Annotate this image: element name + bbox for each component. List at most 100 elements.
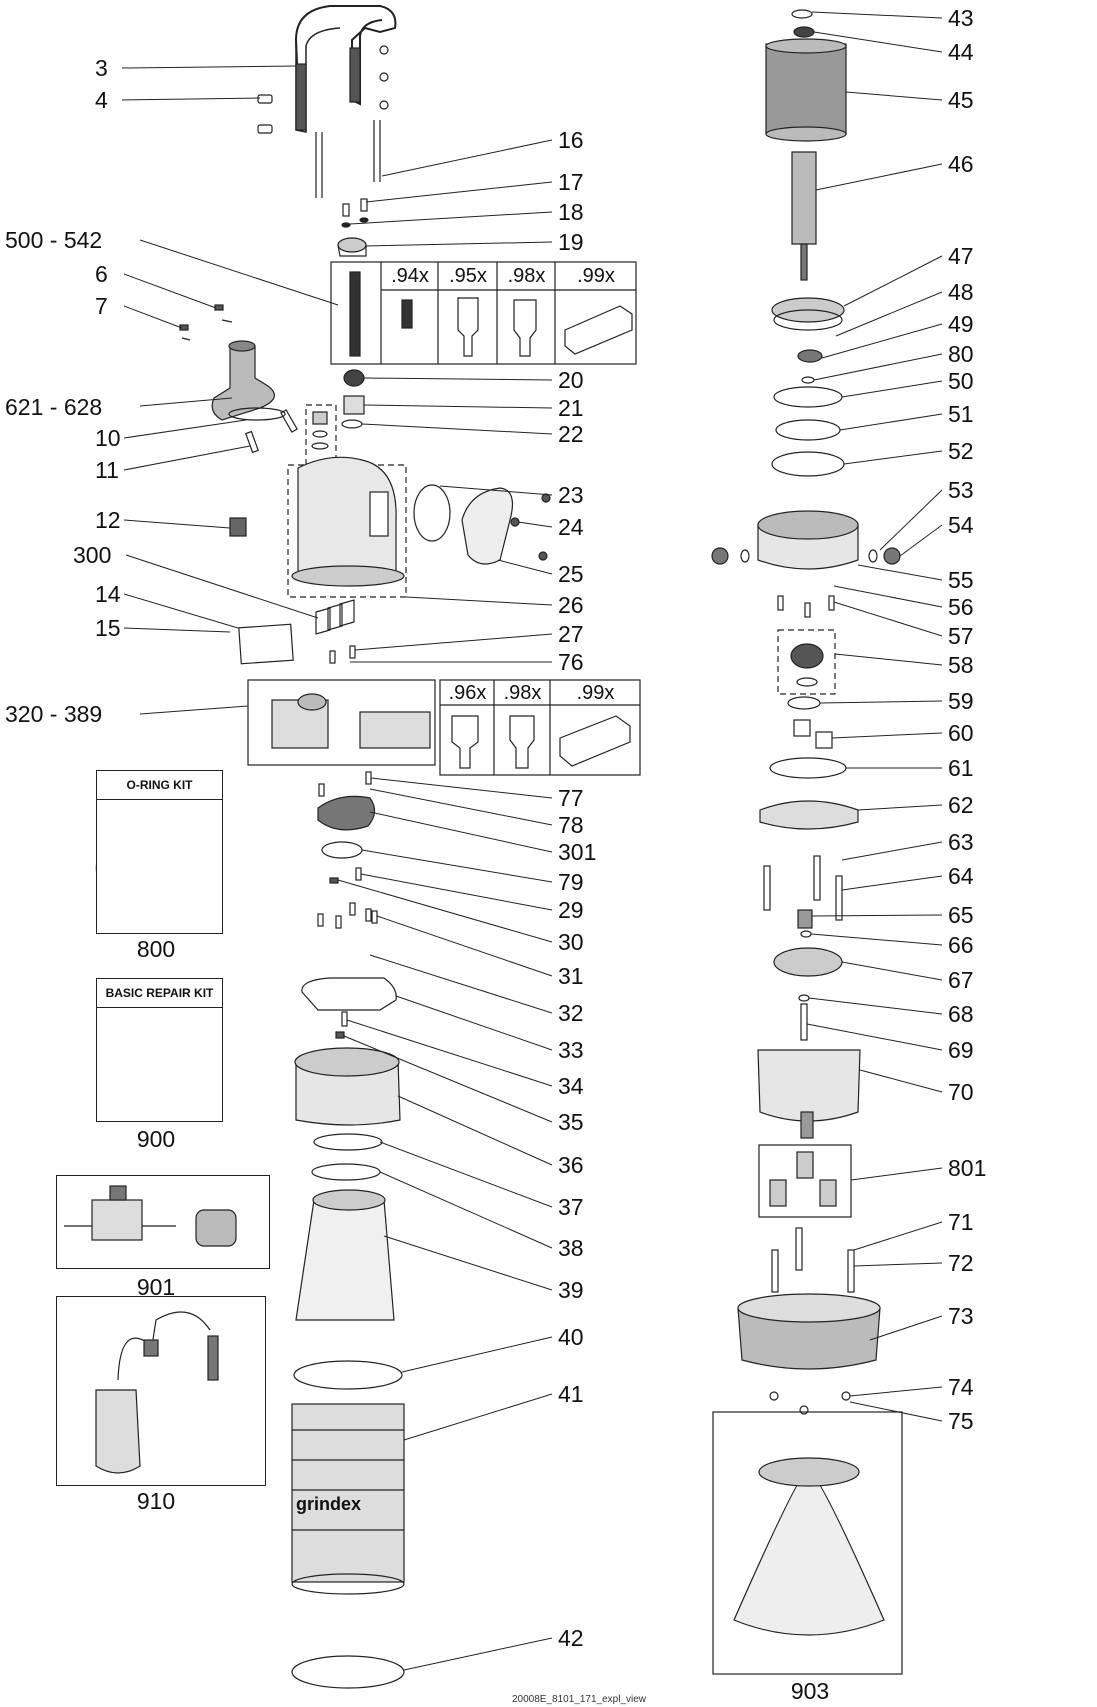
part-label-22: 22 (558, 421, 584, 447)
level-regulator-kit-number: 910 (136, 1488, 176, 1514)
part-label-60: 60 (948, 720, 974, 746)
part-label-p300: 300 (73, 542, 112, 568)
part-label-p10: 10 (95, 425, 121, 451)
scale-top-2: .98x (507, 265, 546, 287)
control-box-kit-number: 901 (136, 1274, 176, 1300)
part-label-43: 43 (948, 5, 974, 31)
repair-kit-number: 900 (136, 1126, 176, 1152)
part-label-25: 25 (558, 561, 584, 587)
part-label-34: 34 (558, 1073, 584, 1099)
oring-kit-number: 800 (136, 936, 176, 962)
impeller-part (773, 947, 843, 977)
part-label-40: 40 (558, 1324, 584, 1350)
part-label-44: 44 (948, 39, 974, 65)
part-label-29: 29 (558, 897, 584, 923)
part-label-32: 32 (558, 1000, 584, 1026)
pump-housing-part (757, 1049, 861, 1122)
part-label-21: 21 (558, 395, 584, 421)
part-label-73: 73 (948, 1303, 974, 1329)
part-label-p500: 500 - 542 (5, 227, 103, 253)
part-label-p11: 11 (95, 457, 119, 483)
part-label-30: 30 (558, 929, 584, 955)
part-label-38: 38 (558, 1235, 584, 1261)
part-label-58: 58 (948, 652, 974, 678)
part-label-p6: 6 (95, 261, 108, 287)
rotor-part (791, 151, 817, 245)
part-label-67: 67 (948, 967, 974, 993)
part-label-50: 50 (948, 368, 974, 394)
scale-top-3: .99x (577, 265, 615, 287)
part-label-p320: 320 - 389 (5, 701, 103, 727)
part-label-19: 19 (558, 229, 584, 255)
part-label-41: 41 (558, 1381, 584, 1407)
part-label-59: 59 (948, 688, 974, 714)
part-label-20: 20 (558, 367, 584, 393)
part-label-35: 35 (558, 1109, 584, 1135)
part-label-p15: 15 (95, 615, 121, 641)
part-label-61: 61 (948, 755, 974, 781)
part-label-72: 72 (948, 1250, 974, 1276)
level-regulator-kit-box (56, 1296, 266, 1486)
part-label-45: 45 (948, 87, 974, 113)
part-label-51: 51 (948, 401, 974, 427)
part-label-49: 49 (948, 311, 974, 337)
part-label-78: 78 (558, 812, 584, 838)
pump-casing-part (295, 1199, 395, 1321)
scale-top-0: .94x (391, 265, 429, 287)
part-label-16: 16 (558, 127, 584, 153)
scale-mid-2: .99x (576, 682, 615, 704)
stand-part (733, 1469, 885, 1636)
part-label-54: 54 (948, 512, 974, 538)
part-label-23: 23 (558, 482, 584, 508)
part-label-24: 24 (558, 514, 584, 540)
scale-mid-0: .96x (448, 682, 487, 704)
part-label-17: 17 (558, 169, 584, 195)
part-label-56: 56 (948, 594, 974, 620)
part-label-66: 66 (948, 932, 974, 958)
scale-top-1: .95x (449, 265, 487, 287)
part-label-55: 55 (948, 567, 974, 593)
part-label-26: 26 (558, 592, 584, 618)
part-label-36: 36 (558, 1152, 584, 1178)
part-label-p12: 12 (95, 507, 121, 533)
part-label-46: 46 (948, 151, 974, 177)
oring-kit-title: O-RING KIT (97, 771, 222, 800)
part-label-62: 62 (948, 792, 974, 818)
part-label-47: 47 (948, 243, 974, 269)
stand-kit-number: 903 (790, 1678, 830, 1704)
part-label-77: 77 (558, 785, 584, 811)
part-label-33: 33 (558, 1037, 584, 1063)
repair-kit-title: BASIC REPAIR KIT (97, 979, 222, 1008)
part-label-p621: 621 - 628 (5, 394, 103, 420)
part-label-76: 76 (558, 649, 584, 675)
stator-housing-part (295, 1059, 401, 1126)
control-box-kit-box (56, 1175, 270, 1269)
repair-kit-box: BASIC REPAIR KIT (96, 978, 223, 1122)
brand-mark: grindex (296, 1494, 361, 1514)
control-board-part (317, 795, 376, 831)
part-label-301: 301 (558, 839, 597, 865)
part-label-80: 80 (948, 341, 974, 367)
oring-kit-box: O-RING KIT (96, 770, 223, 934)
strainer-part (737, 1307, 881, 1370)
part-label-p14: 14 (95, 581, 121, 607)
part-label-801: 801 (948, 1155, 987, 1181)
part-label-74: 74 (948, 1374, 974, 1400)
part-label-48: 48 (948, 279, 974, 305)
part-label-63: 63 (948, 829, 974, 855)
part-label-p7: 7 (95, 293, 108, 319)
part-label-64: 64 (948, 863, 974, 889)
part-label-31: 31 (558, 963, 584, 989)
part-label-65: 65 (948, 902, 974, 928)
outer-jacket-part (291, 1403, 405, 1583)
part-label-71: 71 (948, 1209, 974, 1235)
scale-mid-1: .98x (503, 682, 542, 704)
part-label-52: 52 (948, 438, 974, 464)
drawing-reference: 20008E_8101_171_expl_view (512, 1694, 647, 1705)
cover-part (461, 487, 513, 565)
part-label-53: 53 (948, 477, 974, 503)
part-label-27: 27 (558, 621, 584, 647)
part-label-37: 37 (558, 1194, 584, 1220)
